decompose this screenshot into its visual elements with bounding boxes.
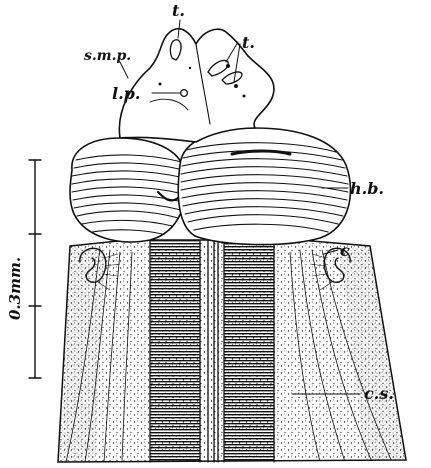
head-bulb-right	[178, 128, 350, 245]
label-head-bulb: h.b.	[350, 179, 384, 198]
scale-bar-label: 0.3mm.	[6, 257, 24, 320]
label-tentacle-top: t.	[172, 1, 185, 20]
label-smp: s.m.p.	[84, 48, 131, 64]
label-central-strand: c.s.	[364, 384, 394, 403]
label-cup: c	[340, 241, 350, 260]
scale-bar	[29, 160, 41, 378]
head-bulb-left	[70, 138, 186, 242]
lateral-pit	[181, 90, 188, 97]
label-tentacles: t.	[242, 33, 255, 52]
label-lp: l.p.	[112, 84, 140, 103]
